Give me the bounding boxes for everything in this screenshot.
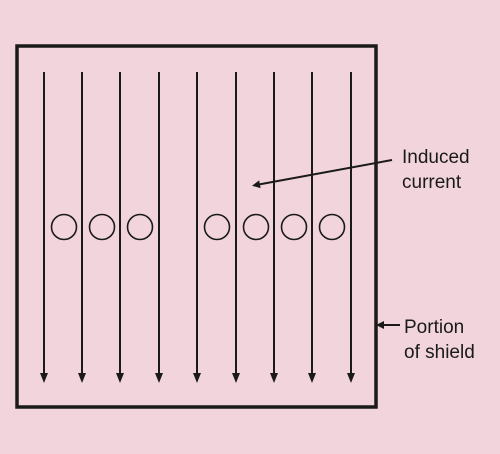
current-arrow-head bbox=[232, 373, 240, 383]
induced-current-label-line1: Induced bbox=[402, 147, 470, 168]
conductor-circle bbox=[203, 213, 231, 241]
portion-of-shield-label-line2: of shield bbox=[404, 342, 475, 363]
current-arrow-head bbox=[116, 373, 124, 383]
conductor-circles bbox=[50, 213, 346, 241]
induced-current-label: Induced current bbox=[402, 145, 470, 195]
conductor-circle bbox=[88, 213, 116, 241]
current-arrow-head bbox=[270, 373, 278, 383]
conductor-circle bbox=[280, 213, 308, 241]
current-arrow-head bbox=[40, 373, 48, 383]
shield-portion-outline bbox=[15, 44, 378, 409]
conductor-circle bbox=[50, 213, 78, 241]
current-arrow-head bbox=[193, 373, 201, 383]
conductor-circle bbox=[126, 213, 154, 241]
portion-of-shield-label: Portion of shield bbox=[404, 315, 475, 365]
current-arrow-head bbox=[155, 373, 163, 383]
current-arrow-head bbox=[347, 373, 355, 383]
induced-current-label-line2: current bbox=[402, 172, 462, 193]
conductor-circle bbox=[242, 213, 270, 241]
current-arrow-head bbox=[78, 373, 86, 383]
conductor-circle bbox=[318, 213, 346, 241]
induced-current-pointer-arrow bbox=[252, 159, 393, 189]
induced-current-arrows bbox=[40, 72, 355, 383]
portion-of-shield-label-line1: Portion bbox=[404, 317, 465, 338]
current-arrow-head bbox=[308, 373, 316, 383]
